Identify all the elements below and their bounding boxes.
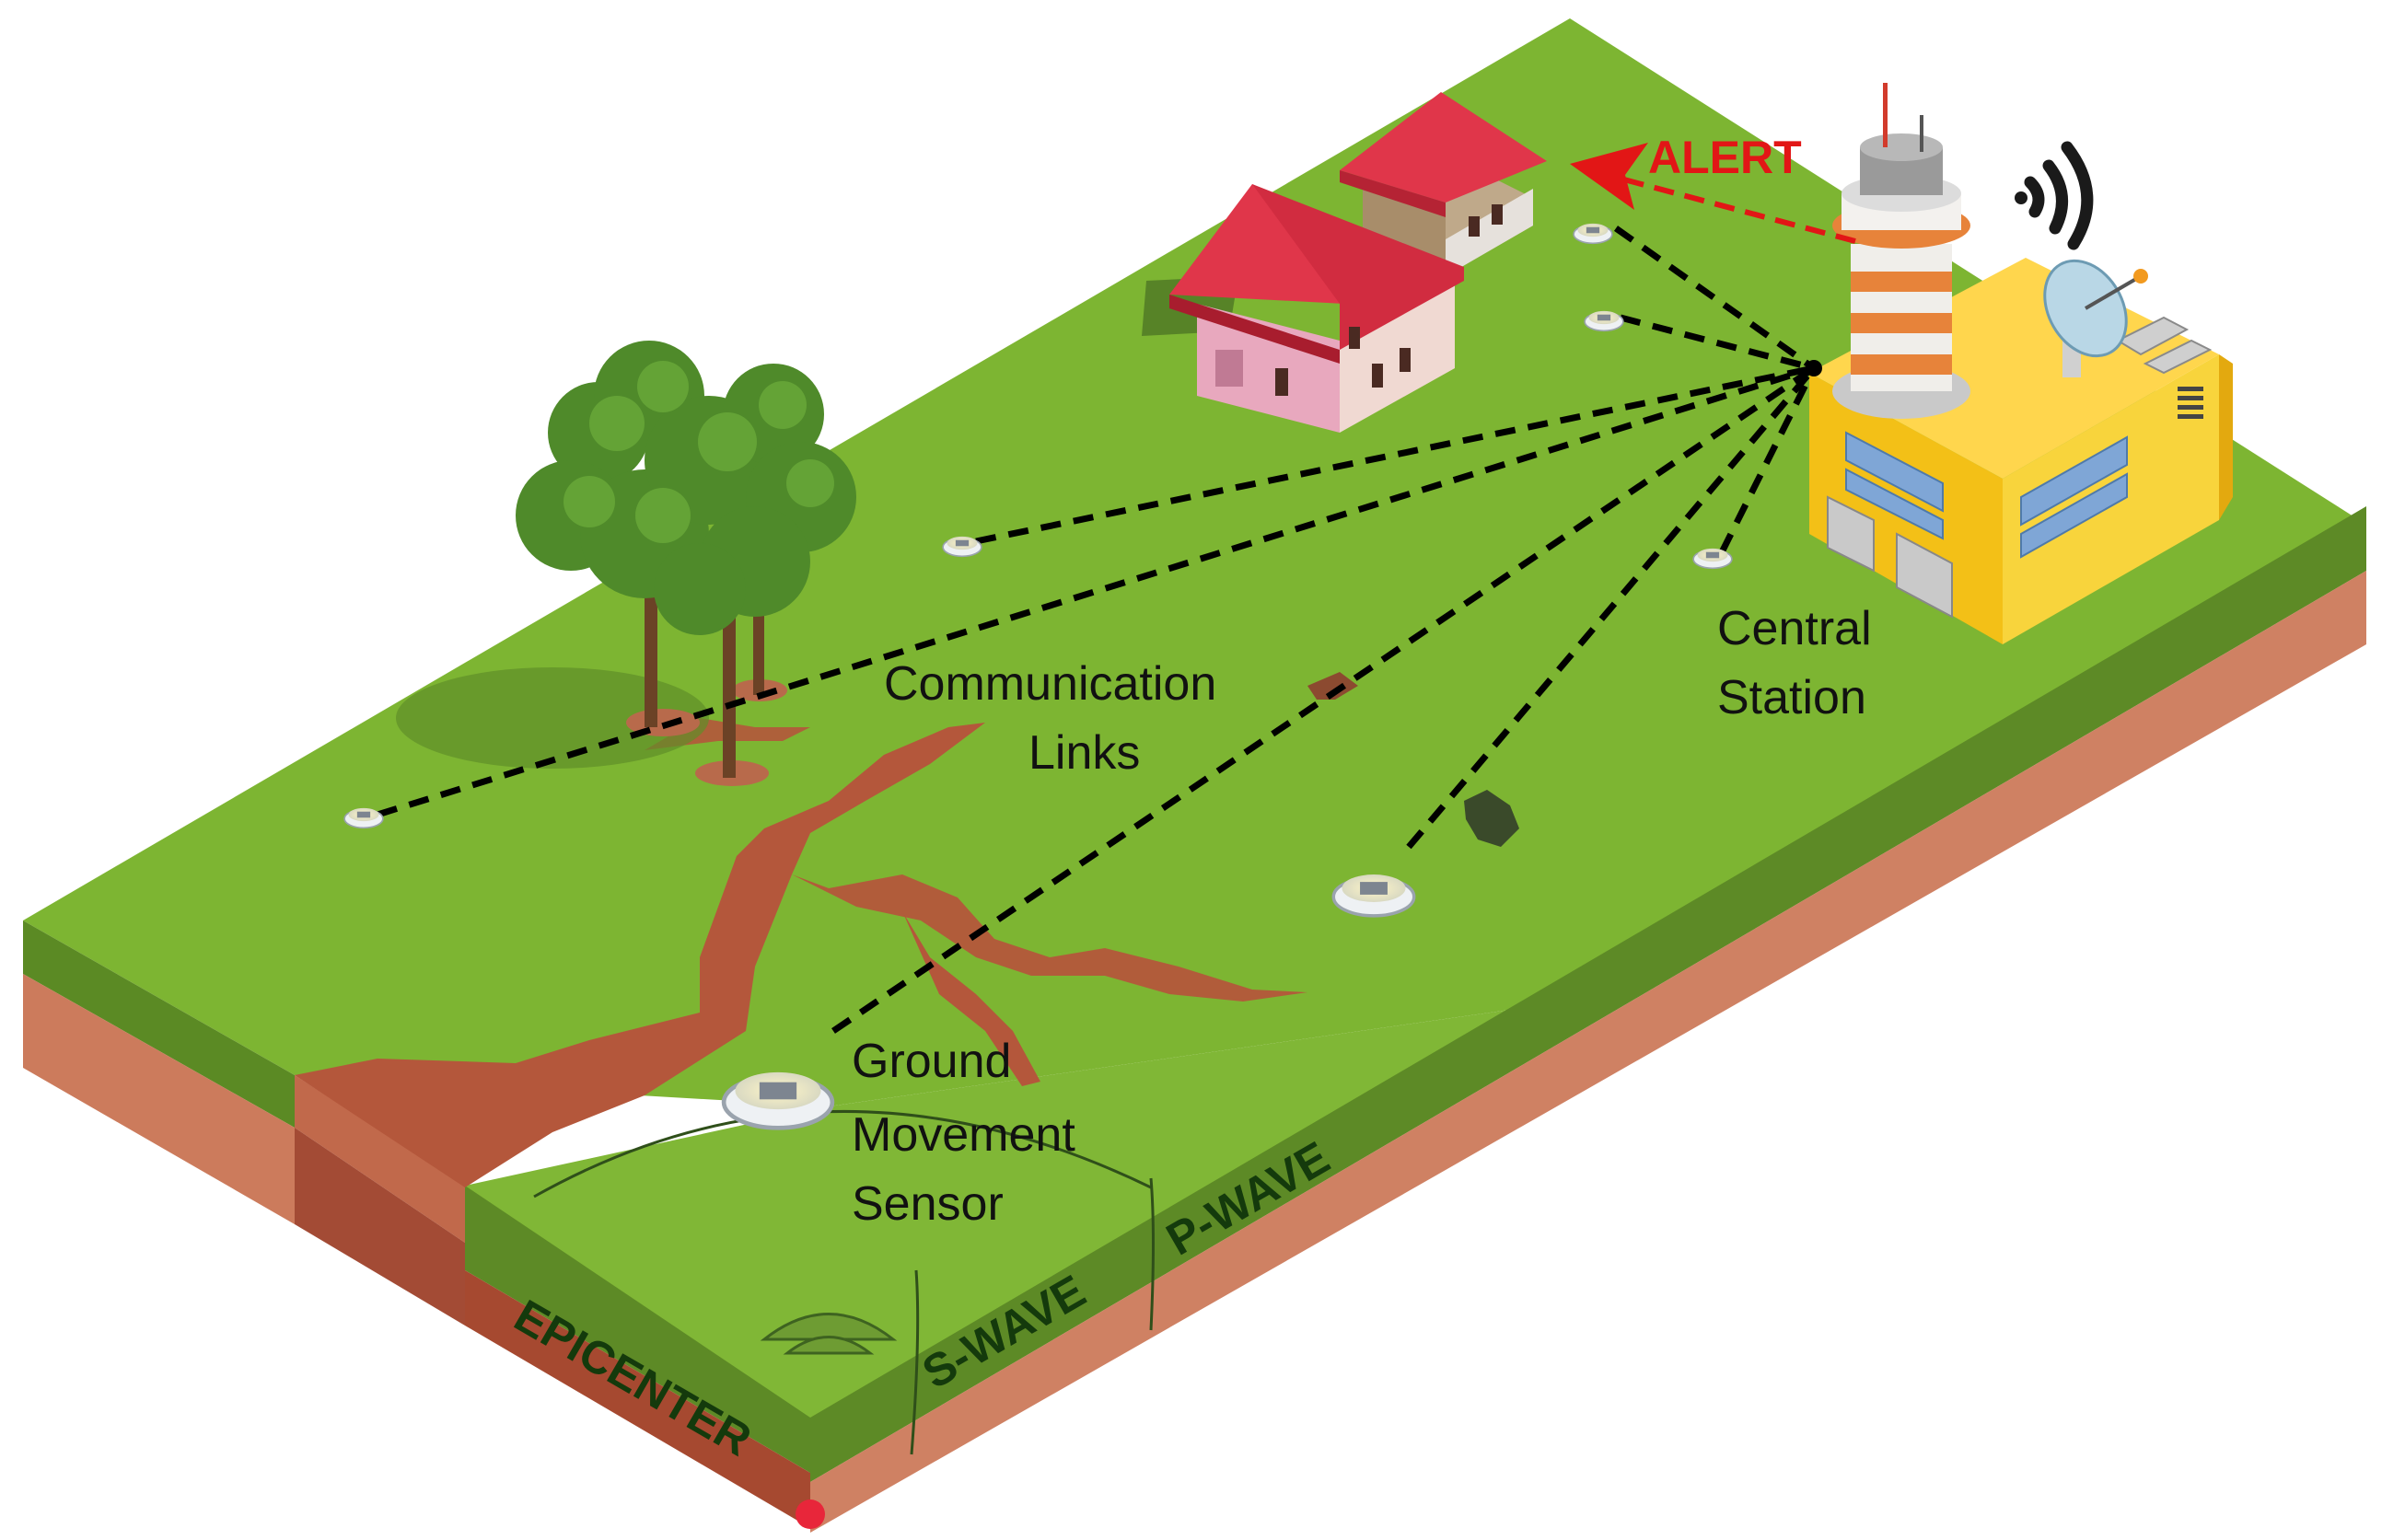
ground-side-left-soil <box>23 974 295 1224</box>
sensor-icon <box>1331 874 1416 918</box>
sensor-icon <box>343 807 384 829</box>
link-line <box>1718 366 1818 554</box>
dirt-patch <box>1307 672 1358 700</box>
epicenter-waves <box>760 1313 898 1355</box>
link-line <box>376 365 1816 818</box>
communication-links-label-line2: Links <box>1028 726 1140 780</box>
epicenter-marker <box>796 1499 825 1529</box>
ground-side-right-soil <box>810 571 2366 1533</box>
sensor-icon <box>721 1071 835 1130</box>
alert-arrowhead-icon <box>1570 143 1648 210</box>
house-icon <box>1142 92 1547 433</box>
sensor-label-line2: Movement <box>852 1108 1075 1162</box>
control-tower-icon <box>1832 83 1970 419</box>
tree-icon <box>396 341 856 786</box>
sensor-label-line3: Sensor <box>852 1177 1004 1231</box>
sensor-label-line1: Ground <box>852 1035 1011 1088</box>
sensor-icon <box>1573 223 1613 245</box>
terrain-block <box>23 18 2366 1533</box>
link-line <box>975 365 1815 545</box>
wave-arc <box>533 1109 1152 1198</box>
sensor-icon <box>1584 310 1624 332</box>
link-line <box>1406 365 1817 850</box>
communication-links-label-line1: Communication <box>884 657 1216 711</box>
p-wave-front <box>1149 1177 1155 1331</box>
ground-side-right-grass <box>810 506 2366 1482</box>
crack-wall-soil <box>295 1128 465 1326</box>
ground-top-front <box>465 525 2366 1473</box>
link-line <box>1620 314 1815 372</box>
ground-side-front-left <box>465 1186 810 1473</box>
rock-icon <box>1464 790 1519 847</box>
central-station-label-line1: Central <box>1717 602 1872 655</box>
alert-arrow <box>1570 143 1856 244</box>
wifi-signal-icon <box>2015 141 2094 250</box>
link-line <box>1613 226 1817 371</box>
s-wave-front <box>910 1269 920 1455</box>
crack-wall <box>295 1075 465 1243</box>
ground-side-epicenter-soil <box>465 1270 810 1528</box>
communication-links <box>376 226 1818 1034</box>
ground-top-left <box>23 18 2366 1106</box>
central-station-label-line2: Station <box>1717 671 1866 724</box>
alert-label: ALERT <box>1648 132 1802 183</box>
satellite-dish-icon <box>2043 259 2148 377</box>
ground-side-left-grass <box>23 921 295 1128</box>
central-station-building <box>1809 258 2233 644</box>
station-link-hub <box>1806 360 1822 376</box>
sensor-icon <box>1692 548 1733 570</box>
sensor-icon <box>942 536 982 558</box>
